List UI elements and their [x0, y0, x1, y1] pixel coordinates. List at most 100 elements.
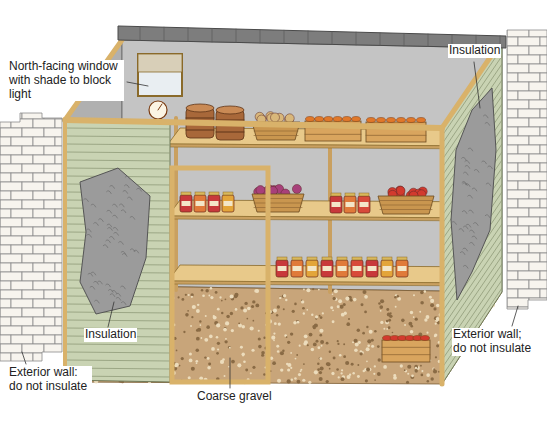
brick	[22, 272, 44, 281]
brick	[507, 118, 529, 127]
gravel-stone	[280, 351, 284, 355]
basket-weave	[254, 131, 298, 132]
clapboard-line	[65, 320, 170, 321]
crate-produce	[333, 117, 342, 122]
produce	[292, 184, 301, 193]
brick	[22, 164, 44, 173]
insulation-texture	[124, 185, 129, 188]
brick	[22, 200, 44, 209]
brick	[0, 182, 22, 191]
brick	[518, 253, 540, 262]
crate-produce	[387, 118, 396, 123]
gravel-stone	[191, 296, 193, 298]
gravel-stone	[251, 349, 254, 352]
brick	[540, 91, 547, 100]
gravel-stone	[337, 343, 339, 345]
gravel-stone	[374, 379, 376, 381]
brick	[529, 262, 547, 271]
jar-label	[308, 266, 317, 271]
gravel-stone	[373, 373, 375, 375]
brick	[529, 190, 547, 199]
gravel-stone	[283, 308, 285, 310]
gravel-stone	[303, 342, 307, 346]
gravel-stone	[181, 298, 184, 301]
gravel-stone	[419, 311, 421, 313]
clapboard-line	[65, 128, 170, 129]
gravel-stone	[421, 370, 423, 372]
gravel-stone	[196, 362, 198, 364]
gravel-stone	[344, 312, 347, 315]
gravel-stone	[210, 287, 213, 290]
gravel-stone	[272, 361, 276, 365]
brick	[55, 191, 77, 200]
gravel-stone	[243, 360, 246, 363]
brick	[33, 137, 55, 146]
frame-post	[63, 120, 67, 380]
gravel-stone	[336, 368, 339, 371]
insulation-cutaway	[451, 88, 496, 300]
gravel-stone	[316, 340, 319, 343]
gravel-stone	[337, 305, 340, 308]
insulation-texture	[90, 286, 95, 289]
gravel-stone	[238, 323, 242, 327]
frame-post	[440, 128, 445, 384]
gravel-stone	[196, 337, 200, 341]
gravel-stone	[320, 340, 324, 344]
gravel-stone	[244, 302, 247, 305]
gravel-stone	[395, 306, 397, 308]
brick	[0, 128, 22, 137]
gravel-stone	[401, 319, 405, 323]
brick	[11, 245, 33, 254]
gravel-stone	[364, 311, 367, 314]
gravel-stone	[207, 366, 211, 370]
insulation-texture	[486, 183, 491, 186]
produce	[270, 113, 279, 122]
gravel-stone	[385, 321, 389, 325]
gravel-stone	[332, 293, 334, 295]
brick	[0, 308, 22, 317]
jar-label	[278, 266, 287, 271]
brick	[529, 244, 547, 253]
gravel-stone	[286, 336, 288, 338]
barrel-band	[186, 130, 214, 131]
jar	[222, 195, 234, 212]
clapboard-line	[65, 360, 170, 361]
gravel-stone	[319, 315, 321, 317]
gravel-stone	[185, 294, 187, 296]
clapboard-line	[442, 384, 502, 423]
insulation-texture	[463, 265, 468, 268]
gravel-stone	[200, 324, 202, 326]
gravel-stone	[332, 320, 335, 323]
brick	[33, 281, 55, 290]
clapboard-line	[442, 360, 502, 423]
brick	[11, 209, 33, 218]
gravel-stone	[343, 303, 346, 306]
brick	[22, 254, 44, 263]
brick	[529, 100, 547, 109]
insulation-texture	[473, 223, 478, 226]
gravel-stone	[226, 315, 230, 319]
gravel-stone	[354, 349, 358, 353]
gravel-stone	[383, 328, 385, 330]
brick	[0, 173, 11, 182]
insulation-texture	[112, 204, 117, 207]
leader-line	[474, 62, 480, 108]
gravel-stone	[334, 289, 338, 293]
brick	[507, 64, 529, 73]
gravel-stone	[317, 346, 320, 349]
basket-weave	[380, 200, 432, 201]
brick	[44, 326, 66, 335]
insulation-texture	[106, 240, 111, 243]
gravel-stone	[211, 347, 215, 351]
brick	[0, 137, 11, 146]
brick	[44, 128, 66, 137]
gravel-stone	[228, 366, 230, 368]
brick	[11, 227, 33, 236]
brick	[55, 263, 77, 272]
roof-board	[308, 31, 309, 44]
insulation-cutaway	[80, 168, 150, 314]
basket-weave	[254, 203, 302, 204]
gravel-stone	[319, 334, 322, 337]
brick	[11, 299, 33, 308]
